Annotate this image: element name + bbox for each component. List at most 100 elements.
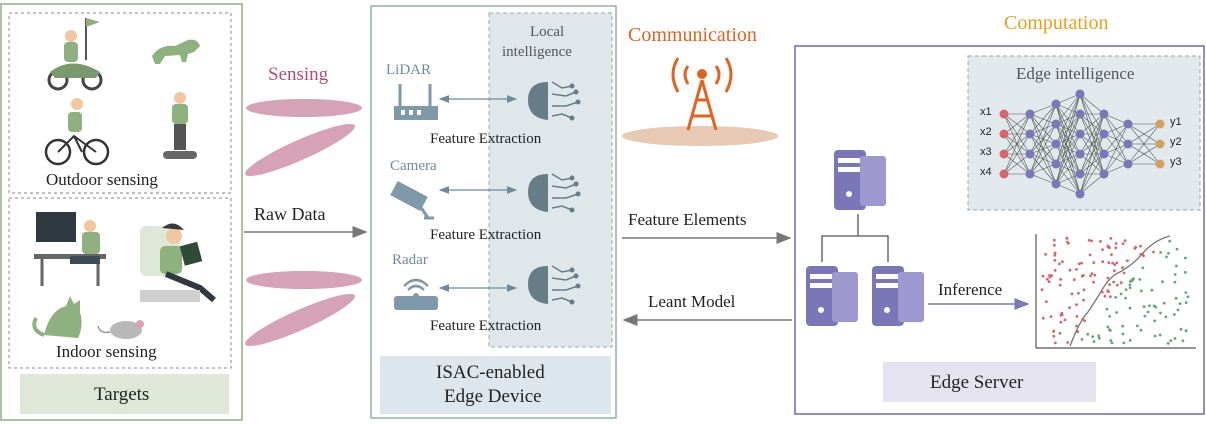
nn-node — [1155, 119, 1165, 129]
nn-edge — [1055, 93, 1081, 125]
scatter-point — [1109, 339, 1113, 342]
scatter-point — [1099, 240, 1102, 243]
scatter-point — [1128, 286, 1132, 290]
scatter-point — [1115, 311, 1118, 314]
scatter-point — [1184, 256, 1187, 260]
nn-edge — [1055, 93, 1081, 185]
scatter-point — [1158, 333, 1162, 337]
scatter-point — [1183, 271, 1187, 274]
server-icon — [834, 150, 886, 210]
scatter-point — [1068, 268, 1072, 272]
nn-node — [1051, 139, 1061, 149]
scatter-point — [1114, 246, 1118, 250]
radar-icon — [394, 278, 438, 310]
scatter-point — [1091, 335, 1095, 338]
scatter-point — [1045, 300, 1048, 303]
scatter-point — [1159, 251, 1162, 254]
scatter-point — [1101, 248, 1104, 252]
scatter-point — [1135, 324, 1139, 328]
scatter-point — [1092, 280, 1095, 284]
scatter-point — [1184, 329, 1188, 333]
nn-output-label: y3 — [1170, 156, 1182, 168]
scatter-point — [1114, 242, 1118, 245]
nn-edge — [1103, 143, 1129, 175]
scatter-point — [1132, 277, 1135, 281]
scatter-point — [1113, 269, 1116, 273]
scatter-point — [1106, 325, 1110, 329]
scatter-point — [1161, 280, 1164, 284]
nn-node — [1025, 149, 1035, 159]
scatter-point — [1139, 289, 1143, 293]
nn-node — [1075, 149, 1085, 159]
nn-node — [999, 149, 1009, 159]
edge-server-title: Edge Server — [930, 372, 1024, 393]
scatter-point — [1139, 244, 1142, 248]
scatter-point — [1122, 271, 1126, 275]
scatter-point — [1141, 266, 1145, 270]
scatter-point — [1179, 327, 1183, 331]
nn-node — [1025, 129, 1035, 139]
nn-edge — [1079, 113, 1105, 175]
scatter-point — [1047, 280, 1051, 284]
nn-node — [1025, 169, 1035, 179]
mouse-icon — [97, 320, 144, 339]
scatter-point — [1138, 278, 1142, 281]
brain-icon — [528, 173, 581, 213]
communication-label: Communication — [628, 24, 757, 46]
scatter-point — [1057, 262, 1061, 266]
nn-node — [1075, 109, 1085, 119]
brain-icon — [528, 81, 581, 121]
computation-label: Computation — [1004, 12, 1109, 34]
scatter-point — [1108, 314, 1112, 318]
nn-edge — [1003, 153, 1031, 175]
feature-extraction-label: Feature Extraction — [430, 131, 542, 147]
edge-device-title-line1: ISAC-enabled — [436, 362, 545, 383]
scatter-point — [1082, 298, 1085, 302]
nn-edge — [1055, 153, 1081, 185]
scatter-point — [1077, 291, 1080, 295]
nn-edge — [1079, 173, 1105, 195]
scatter-point — [1110, 253, 1113, 256]
inference-scatter-plot — [1035, 234, 1196, 349]
nn-edge — [1003, 113, 1031, 155]
scatter-point — [1065, 236, 1069, 240]
scatter-point — [1114, 296, 1117, 299]
scatter-point — [1128, 306, 1132, 310]
nn-edge — [1029, 123, 1057, 175]
nn-edge — [1127, 143, 1161, 165]
hoverboard-rider-icon — [163, 92, 197, 159]
outdoor-sensing-label: Outdoor sensing — [46, 170, 158, 189]
scatter-point — [1173, 273, 1177, 276]
scatter-point — [1040, 288, 1044, 291]
scatter-point — [1178, 302, 1182, 305]
scatter-point — [1186, 295, 1190, 299]
scatter-point — [1081, 317, 1084, 321]
scatter-point — [1065, 240, 1069, 244]
nn-node — [999, 109, 1009, 119]
lidar-icon — [394, 84, 438, 120]
scatter-point — [1092, 261, 1096, 264]
scatter-point — [1090, 272, 1094, 275]
scatter-point — [1146, 310, 1150, 314]
nn-edge — [1003, 133, 1031, 175]
leant-model-label: Leant Model — [648, 292, 736, 311]
scatter-point — [1060, 311, 1064, 315]
nn-edge — [1029, 173, 1057, 185]
scatter-point — [1152, 250, 1155, 254]
indoor-sensing-label: Indoor sensing — [56, 342, 157, 361]
nn-node — [1123, 119, 1133, 129]
scatter-point — [1148, 304, 1151, 308]
scatter-point — [1080, 261, 1083, 265]
scatter-point — [1122, 341, 1126, 345]
inference-label: Inference — [938, 280, 1003, 299]
scatter-point — [1142, 305, 1146, 308]
nn-node — [1075, 89, 1085, 99]
scatter-point — [1088, 253, 1092, 257]
scatter-point — [1133, 247, 1137, 250]
nn-edge — [1029, 143, 1057, 175]
scatter-point — [1053, 243, 1056, 247]
nn-edge — [1029, 163, 1057, 175]
nn-edge — [1079, 153, 1105, 195]
scatter-point — [1105, 307, 1109, 311]
